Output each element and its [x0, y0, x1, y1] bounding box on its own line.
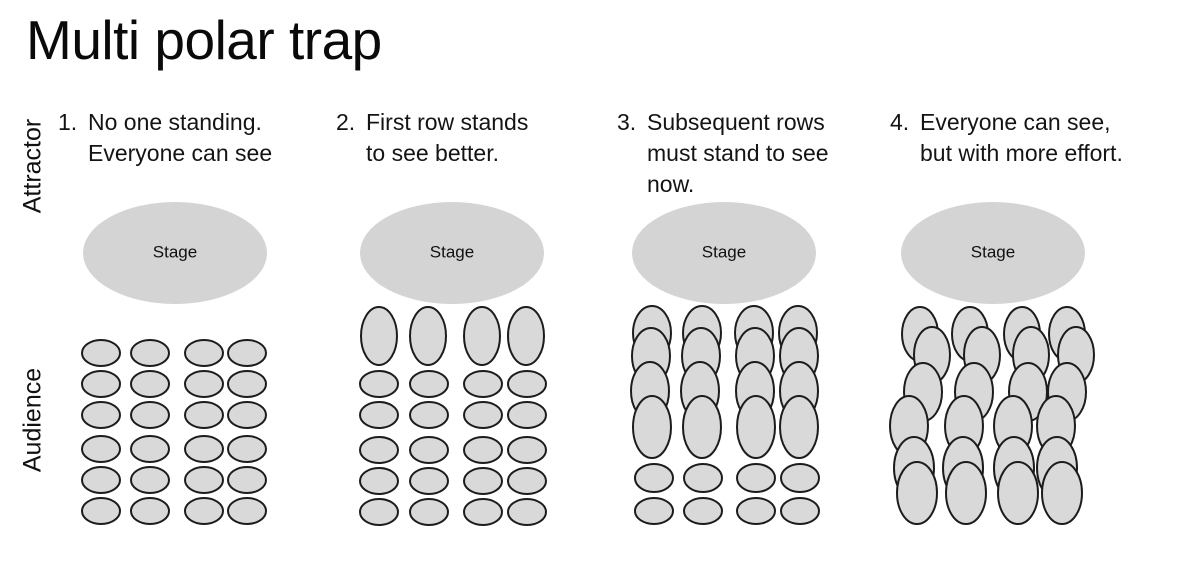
audience-member-standing [1041, 461, 1083, 525]
stage-label: Stage [153, 243, 197, 262]
caption-text: Subsequent rows must stand to see now. [647, 107, 892, 200]
audience-member-sitting [507, 498, 547, 526]
audience-member-standing [463, 306, 501, 366]
audience-member-standing [997, 461, 1039, 525]
audience-member-sitting [409, 401, 449, 429]
audience-member-sitting [130, 339, 170, 367]
caption-line: No one standing. [88, 109, 262, 135]
audience-member-sitting [184, 466, 224, 494]
audience-member-sitting [359, 467, 399, 495]
stage-ellipse-panel-3 [632, 202, 816, 304]
audience-member-sitting [634, 463, 674, 493]
audience-member-sitting [81, 401, 121, 429]
audience-member-standing [632, 395, 672, 459]
audience-member-sitting [736, 497, 776, 525]
audience-member-sitting [780, 497, 820, 525]
audience-member-sitting [463, 401, 503, 429]
caption-text: First row stands to see better. [366, 107, 611, 169]
audience-member-sitting [227, 370, 267, 398]
caption-line: but with more effort. [920, 140, 1123, 166]
audience-member-sitting [130, 497, 170, 525]
caption-text: Everyone can see, but with more effort. [920, 107, 1165, 169]
audience-member-sitting [227, 435, 267, 463]
audience-member-sitting [227, 466, 267, 494]
panel-4-caption: 4. Everyone can see, but with more effort… [890, 107, 1165, 169]
audience-member-sitting [130, 401, 170, 429]
audience-member-sitting [81, 339, 121, 367]
caption-line: must stand to see [647, 140, 829, 166]
caption-line: now. [647, 171, 695, 197]
axis-label-audience: Audience [18, 367, 47, 473]
audience-member-sitting [227, 401, 267, 429]
audience-member-standing [779, 395, 819, 459]
audience-member-sitting [409, 467, 449, 495]
audience-member-sitting [227, 339, 267, 367]
audience-member-sitting [81, 435, 121, 463]
caption-text: No one standing. Everyone can see [88, 107, 333, 169]
caption-number: 1. [58, 109, 78, 135]
panel-2-caption: 2. First row stands to see better. [336, 107, 611, 169]
audience-member-sitting [507, 436, 547, 464]
panel-1-caption: 1. No one standing. Everyone can see [58, 107, 333, 169]
stage-label: Stage [702, 243, 746, 262]
caption-line: to see better. [366, 140, 499, 166]
audience-member-sitting [463, 436, 503, 464]
audience-member-sitting [683, 497, 723, 525]
audience-member-standing [682, 395, 722, 459]
axis-label-attractor: Attractor [18, 118, 47, 214]
caption-number: 2. [336, 109, 356, 135]
stage-ellipse-panel-1 [83, 202, 267, 304]
audience-member-sitting [81, 466, 121, 494]
audience-member-standing [507, 306, 545, 366]
audience-member-sitting [184, 435, 224, 463]
audience-member-sitting [227, 497, 267, 525]
audience-member-standing [409, 306, 447, 366]
stage-label: Stage [971, 243, 1015, 262]
audience-member-sitting [507, 401, 547, 429]
audience-member-sitting [409, 436, 449, 464]
caption-line: Subsequent rows [647, 109, 825, 135]
audience-member-sitting [359, 370, 399, 398]
audience-member-sitting [81, 497, 121, 525]
audience-member-sitting [507, 370, 547, 398]
audience-member-sitting [463, 370, 503, 398]
caption-line: Everyone can see [88, 140, 273, 166]
audience-member-sitting [463, 498, 503, 526]
audience-member-sitting [780, 463, 820, 493]
caption-number: 3. [617, 109, 637, 135]
audience-member-sitting [81, 370, 121, 398]
audience-member-sitting [683, 463, 723, 493]
page-title: Multi polar trap [26, 9, 382, 71]
stage-label: Stage [430, 243, 474, 262]
audience-member-sitting [507, 467, 547, 495]
audience-member-standing [736, 395, 776, 459]
audience-member-sitting [184, 497, 224, 525]
audience-member-standing [945, 461, 987, 525]
audience-member-sitting [359, 436, 399, 464]
audience-member-sitting [359, 498, 399, 526]
audience-member-sitting [359, 401, 399, 429]
audience-member-sitting [409, 370, 449, 398]
stage-ellipse-panel-4 [901, 202, 1085, 304]
panel-3-caption: 3. Subsequent rows must stand to see now. [617, 107, 892, 200]
audience-member-sitting [184, 401, 224, 429]
audience-member-sitting [184, 339, 224, 367]
audience-member-sitting [634, 497, 674, 525]
caption-number: 4. [890, 109, 910, 135]
audience-member-sitting [463, 467, 503, 495]
caption-line: Everyone can see, [920, 109, 1111, 135]
caption-line: First row stands [366, 109, 529, 135]
audience-member-sitting [130, 370, 170, 398]
audience-member-sitting [130, 466, 170, 494]
audience-member-standing [360, 306, 398, 366]
stage-ellipse-panel-2 [360, 202, 544, 304]
audience-member-sitting [409, 498, 449, 526]
audience-member-sitting [736, 463, 776, 493]
audience-member-sitting [130, 435, 170, 463]
audience-member-standing [896, 461, 938, 525]
audience-member-sitting [184, 370, 224, 398]
